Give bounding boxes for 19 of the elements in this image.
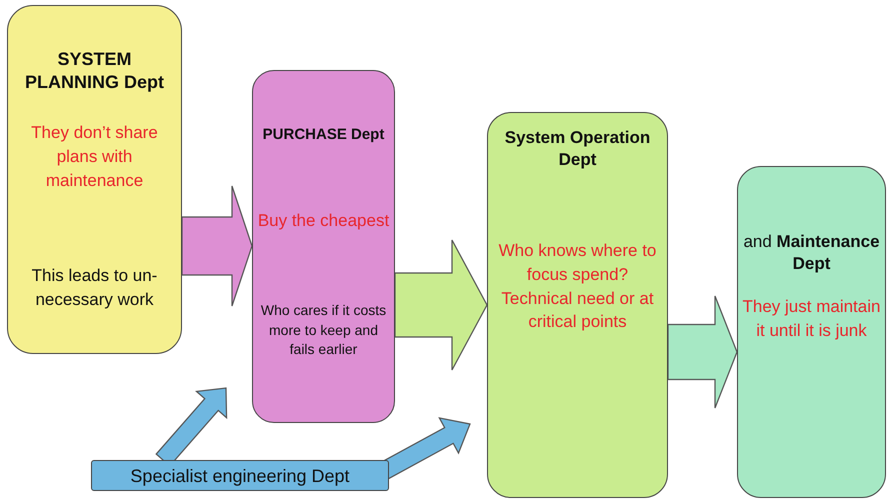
note-text: This leads to un-necessary work [30, 265, 158, 311]
department-title: and Maintenance Dept [742, 231, 881, 276]
department-box [252, 70, 395, 423]
department-title: System Operation Dept [504, 127, 652, 172]
comment-text: They don’t share plans with maintenance [30, 122, 159, 192]
comment-text: Buy the cheapest [257, 210, 390, 232]
department-box [737, 166, 886, 498]
department-box [7, 5, 182, 354]
block-arrow [394, 239, 488, 371]
department-box [487, 112, 668, 498]
department-title: SYSTEM PLANNING Dept [24, 48, 165, 94]
block-arrow [667, 295, 738, 409]
department-bar [91, 460, 389, 491]
block-arrow [181, 185, 253, 307]
comment-text: They just maintain it until it is junk [742, 296, 881, 342]
comment-text: Who knows where to focus spend? Technical need or at critical points [498, 240, 658, 334]
department-label: Specialist engineering Dept [129, 465, 351, 488]
department-title: PURCHASE Dept [262, 125, 386, 144]
note-text: Who cares if it costs more to keep and fails earlier [260, 301, 388, 360]
